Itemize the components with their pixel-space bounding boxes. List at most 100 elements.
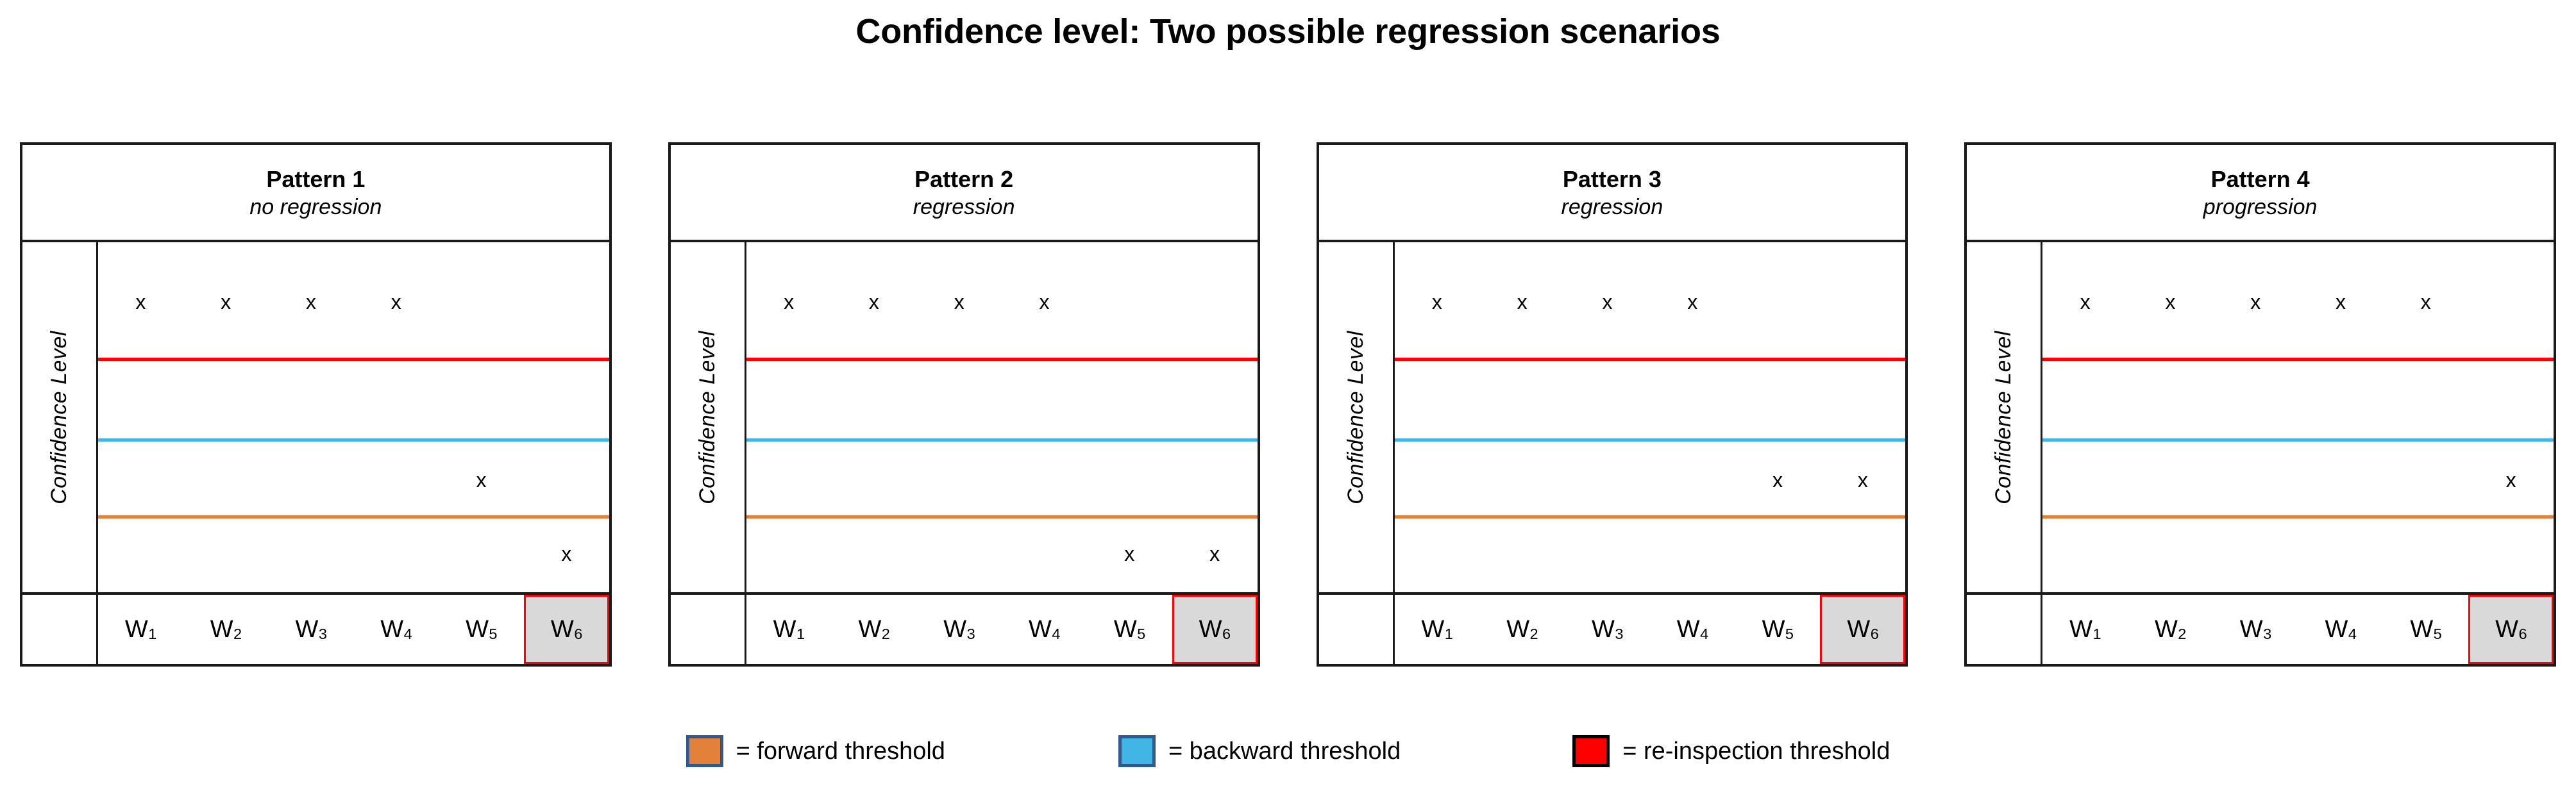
week-tick-letter: W	[210, 615, 233, 643]
backward-threshold-line	[2042, 438, 2554, 442]
y-axis-label: Confidence Level	[1343, 330, 1368, 504]
confidence-x-marker: x	[1431, 290, 1442, 313]
confidence-x-marker: x	[2420, 290, 2431, 313]
week-tick-index: 4	[1700, 625, 1709, 642]
week-tick-letter: W	[1199, 615, 1222, 643]
confidence-x-marker: x	[305, 290, 316, 313]
legend-swatch-icon	[686, 735, 723, 767]
legend-item: = re-inspection threshold	[1572, 731, 1890, 772]
confidence-x-marker: x	[1039, 290, 1050, 313]
legend-label: = re-inspection threshold	[1622, 737, 1890, 765]
week-tick-index: 3	[1615, 625, 1624, 642]
confidence-x-marker: x	[1517, 290, 1528, 313]
week-tick-letter: W	[1113, 615, 1137, 643]
week-tick-letter: W	[380, 615, 404, 643]
confidence-x-marker: x	[1772, 469, 1783, 492]
marker-cell: x	[1002, 242, 1087, 592]
legend: = forward threshold = backward threshold =…	[0, 731, 2576, 782]
marker-cell: x	[1087, 242, 1172, 592]
week-tick-letter: W	[1421, 615, 1445, 643]
marker-cell: x	[524, 242, 609, 592]
week-tick-index: 6	[574, 625, 583, 642]
week-tick-index: 5	[1785, 625, 1794, 642]
week-tick-letter: W	[550, 615, 574, 643]
week-tick-index: 1	[796, 625, 805, 642]
marker-cell: x	[1395, 242, 1480, 592]
legend-swatch-icon	[1118, 735, 1156, 767]
marker-cell: x	[1565, 242, 1650, 592]
confidence-x-marker: x	[954, 290, 964, 313]
marker-cell: x	[439, 242, 524, 592]
week-tick-index: 4	[2348, 625, 2357, 642]
confidence-x-marker: x	[2505, 469, 2516, 492]
panel-title: Pattern 3	[1562, 166, 1662, 193]
legend-item: = forward threshold	[686, 731, 945, 772]
week-tick-letter: W	[2325, 615, 2348, 643]
week-tick-letter: W	[773, 615, 796, 643]
panel-title: Pattern 2	[914, 166, 1014, 193]
confidence-x-marker: x	[1124, 542, 1135, 565]
marker-cell: x	[2128, 242, 2213, 592]
marker-cell: x	[1479, 242, 1565, 592]
week-tick-index: 1	[148, 625, 157, 642]
confidence-x-marker: x	[1857, 469, 1868, 492]
week-tick-index: 5	[2433, 625, 2442, 642]
confidence-x-marker: x	[2250, 290, 2261, 313]
marker-cell: x	[2298, 242, 2384, 592]
week-tick-index: 3	[2263, 625, 2272, 642]
week-tick-letter: W	[1506, 615, 1530, 643]
marker-cell: x	[1172, 242, 1258, 592]
week-tick-letter: W	[2410, 615, 2434, 643]
backward-threshold-line	[746, 438, 1258, 442]
marker-cell: x	[832, 242, 917, 592]
week-tick-letter: W	[2154, 615, 2178, 643]
legend-label: = backward threshold	[1168, 737, 1401, 765]
week-tick-letter: W	[1029, 615, 1052, 643]
marker-cell: x	[98, 242, 183, 592]
confidence-x-marker: x	[135, 290, 146, 313]
